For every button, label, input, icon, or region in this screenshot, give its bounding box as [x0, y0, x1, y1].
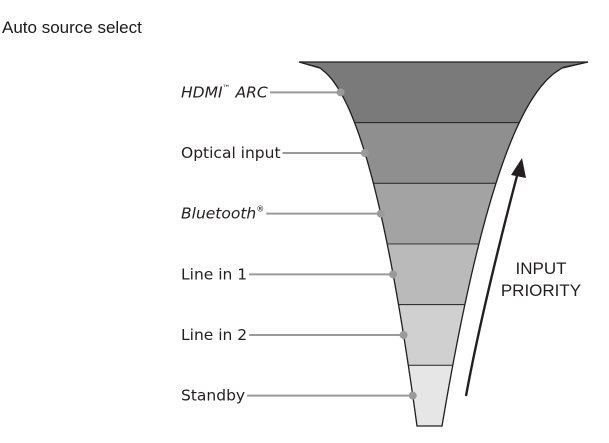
source-label-3: Bluetooth®	[181, 205, 264, 223]
priority-label-line1: INPUT	[516, 259, 567, 278]
connector-dot-5	[399, 331, 408, 339]
connector-dot-4	[389, 270, 398, 279]
connector-dot-6	[408, 391, 417, 400]
funnel-outline	[298, 61, 589, 427]
source-label-5: Line in 2	[181, 326, 247, 344]
funnel-tier-4	[386, 243, 480, 306]
arrow-head-icon	[511, 158, 526, 178]
priority-label-line2: PRIORITY	[501, 281, 581, 300]
page-title: Auto source select	[2, 18, 142, 37]
source-label-6: Standby	[181, 387, 245, 405]
source-label-1: HDMI™ ARC	[181, 83, 268, 101]
label-connectors	[247, 88, 417, 400]
connector-dot-2	[360, 149, 369, 157]
funnel-tier-3	[372, 182, 497, 245]
funnel-tiers	[298, 61, 589, 427]
connector-dot-1	[336, 88, 345, 97]
source-label-4: Line in 1	[181, 265, 247, 283]
source-label-2: Optical input	[181, 144, 281, 162]
connector-dot-3	[376, 209, 385, 218]
priority-arrow	[464, 171, 520, 397]
funnel-tier-2	[354, 122, 520, 184]
